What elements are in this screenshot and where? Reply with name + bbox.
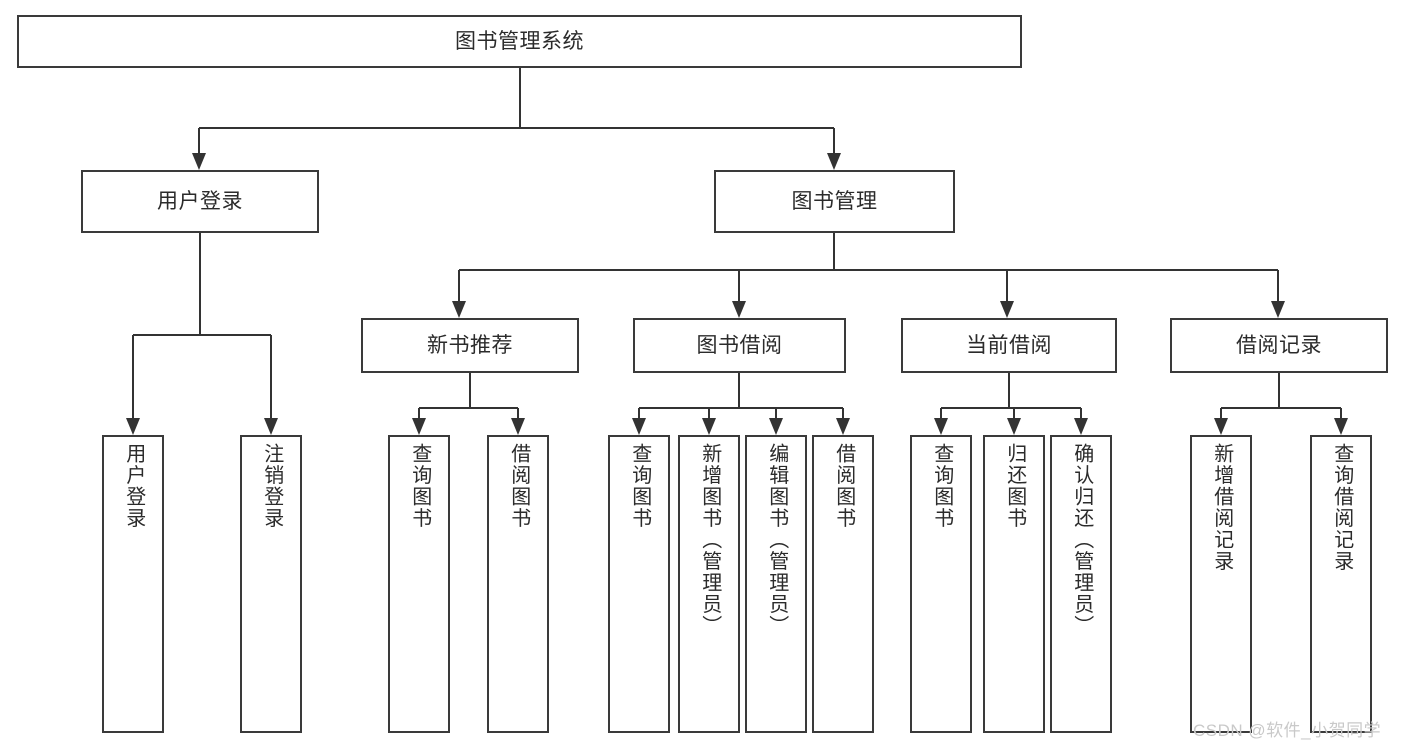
node-label: 确认归还（管理员） (1070, 443, 1093, 637)
arrow-head-2 (1000, 301, 1014, 318)
node-label: 借阅记录 (1236, 333, 1322, 357)
node-label: 查询图书 (930, 443, 953, 529)
node-label: 图书管理 (791, 189, 878, 213)
node-book-manage[interactable]: 图书管理 (714, 170, 955, 233)
node-label: 查询图书 (628, 443, 651, 529)
arrow-head-3 (836, 418, 850, 435)
arrow-head-1 (511, 418, 525, 435)
node-leaf-query-book-3[interactable]: 查询图书 (910, 435, 972, 733)
arrow-head-1 (827, 153, 841, 170)
node-label: 归还图书 (1003, 443, 1026, 529)
node-label: 新增借阅记录 (1210, 443, 1233, 572)
node-label: 编辑图书（管理员） (765, 443, 788, 637)
watermark: CSDN @软件_小贺同学 (1193, 721, 1382, 740)
node-root[interactable]: 图书管理系统 (17, 15, 1022, 68)
node-leaf-confirm-return[interactable]: 确认归还（管理员） (1050, 435, 1112, 733)
node-label: 查询借阅记录 (1330, 443, 1353, 572)
node-leaf-add-book[interactable]: 新增图书（管理员） (678, 435, 740, 733)
edge-group-book-manage-to-level2 (452, 233, 1285, 318)
arrow-head-0 (126, 418, 140, 435)
arrow-head-0 (452, 301, 466, 318)
node-label: 注销登录 (260, 443, 283, 529)
node-leaf-user-login[interactable]: 用户登录 (102, 435, 164, 733)
arrow-head-1 (732, 301, 746, 318)
arrow-head-0 (192, 153, 206, 170)
node-label: 查询图书 (408, 443, 431, 529)
edge-group-borrow-record-to-leaves (1214, 373, 1348, 435)
arrow-head-1 (1007, 418, 1021, 435)
node-leaf-edit-book[interactable]: 编辑图书（管理员） (745, 435, 807, 733)
node-new-book-rec[interactable]: 新书推荐 (361, 318, 579, 373)
node-user-login[interactable]: 用户登录 (81, 170, 319, 233)
node-leaf-query-book-2[interactable]: 查询图书 (608, 435, 670, 733)
node-leaf-query-book-1[interactable]: 查询图书 (388, 435, 450, 733)
node-label: 用户登录 (157, 189, 243, 213)
node-leaf-query-record[interactable]: 查询借阅记录 (1310, 435, 1372, 733)
arrow-head-0 (934, 418, 948, 435)
arrow-head-1 (1334, 418, 1348, 435)
node-leaf-borrow-book-2[interactable]: 借阅图书 (812, 435, 874, 733)
arrow-head-1 (702, 418, 716, 435)
arrow-head-1 (264, 418, 278, 435)
node-leaf-borrow-book-1[interactable]: 借阅图书 (487, 435, 549, 733)
edge-group-user-login-to-leaves (126, 233, 278, 435)
node-leaf-logout[interactable]: 注销登录 (240, 435, 302, 733)
node-book-borrow[interactable]: 图书借阅 (633, 318, 846, 373)
node-label: 图书借阅 (696, 333, 783, 357)
node-label: 借阅图书 (832, 443, 855, 529)
node-current-borrow[interactable]: 当前借阅 (901, 318, 1117, 373)
arrow-head-0 (1214, 418, 1228, 435)
arrow-head-0 (632, 418, 646, 435)
edge-group-current-borrow-to-leaves (934, 373, 1088, 435)
edge-group-root-to-level1 (192, 68, 841, 170)
node-label: 当前借阅 (966, 333, 1052, 357)
arrow-head-0 (412, 418, 426, 435)
edge-group-new-book-rec-to-leaves (412, 373, 525, 435)
arrow-head-2 (769, 418, 783, 435)
node-label: 借阅图书 (507, 443, 530, 529)
node-label: 用户登录 (122, 443, 145, 529)
node-label: 图书管理系统 (455, 29, 584, 53)
node-leaf-return-book[interactable]: 归还图书 (983, 435, 1045, 733)
node-leaf-add-record[interactable]: 新增借阅记录 (1190, 435, 1252, 733)
edge-group-book-borrow-to-leaves (632, 373, 850, 435)
node-label: 新增图书（管理员） (698, 443, 721, 637)
arrow-head-2 (1074, 418, 1088, 435)
node-borrow-record[interactable]: 借阅记录 (1170, 318, 1388, 373)
node-label: 新书推荐 (427, 333, 513, 357)
arrow-head-3 (1271, 301, 1285, 318)
